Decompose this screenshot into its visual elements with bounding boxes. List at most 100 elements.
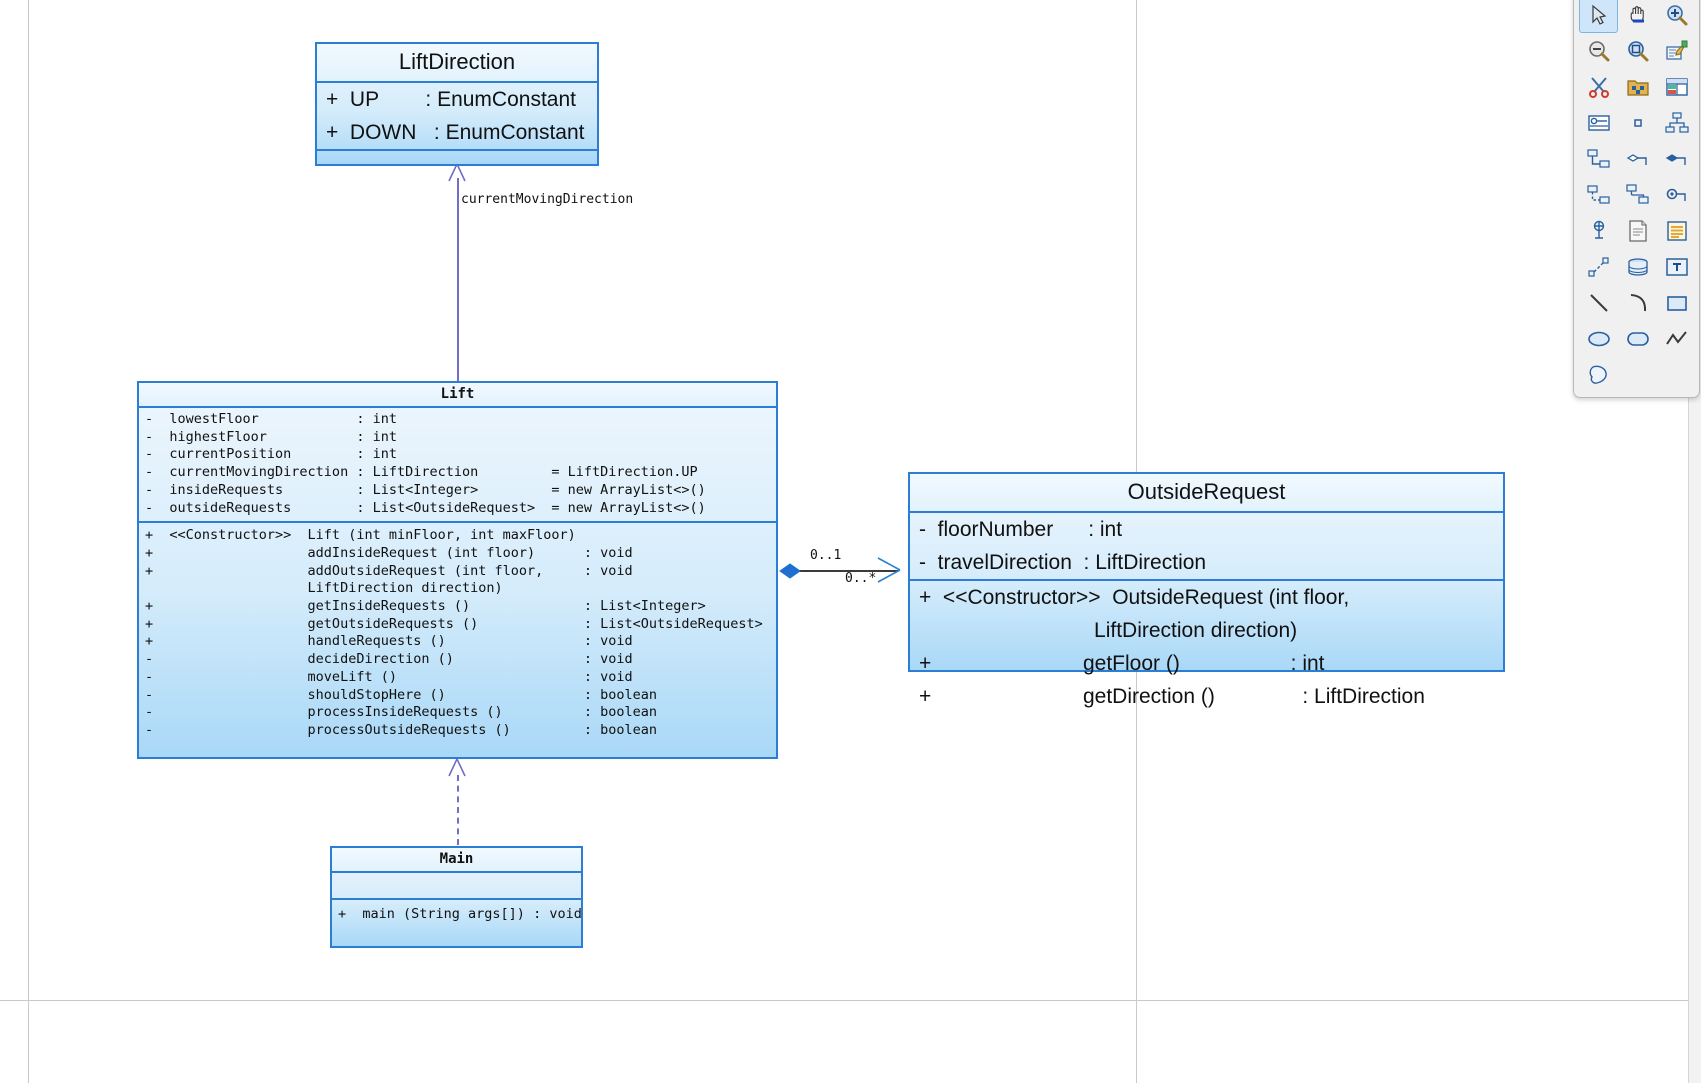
attribute-row: + UP : EnumConstant xyxy=(326,88,576,111)
arc-icon xyxy=(1630,294,1646,312)
attribute-row: - travelDirection : LiftDirection xyxy=(919,551,1207,574)
class-name-main: Main xyxy=(332,848,581,873)
tool-palette[interactable] xyxy=(1573,0,1700,398)
canvas-guide-left xyxy=(28,0,29,1083)
realization-tool[interactable] xyxy=(1579,177,1618,213)
aggregation-tool[interactable] xyxy=(1618,141,1657,177)
line-tool[interactable] xyxy=(1579,285,1618,321)
class-box-outsiderequest[interactable]: OutsideRequest - floorNumber : int - tra… xyxy=(908,472,1505,708)
attribute-row: - floorNumber : int xyxy=(919,518,1123,541)
document-icon xyxy=(1628,220,1647,242)
class-operations-outsiderequest: + <<Constructor>> OutsideRequest (int fl… xyxy=(910,581,1503,713)
attribute-row: - currentMovingDirection : LiftDirection… xyxy=(145,464,698,481)
operation-row: - decideDirection () : void xyxy=(145,651,633,668)
anchor-point-tool[interactable] xyxy=(1579,213,1618,249)
scissors-icon xyxy=(1588,77,1609,98)
attribute-row: - insideRequests : List<Integer> = new A… xyxy=(145,481,706,498)
hierarchy-tool[interactable] xyxy=(1657,105,1696,141)
note-tool[interactable] xyxy=(1657,213,1696,249)
zoom-out-tool[interactable] xyxy=(1579,33,1618,69)
small-square-tool[interactable] xyxy=(1618,105,1657,141)
attribute-row: - outsideRequests : List<OutsideRequest>… xyxy=(145,499,706,516)
dependency-icon xyxy=(1625,184,1649,204)
operation-row: - moveLift () : void xyxy=(145,668,633,685)
connector-lift-outsiderequest-line[interactable] xyxy=(786,570,898,572)
aggregation-diamond-icon xyxy=(779,563,801,579)
operation-row: LiftDirection direction) xyxy=(919,619,1298,642)
dependency-tool[interactable] xyxy=(1618,177,1657,213)
class-attributes-liftdirection: + UP : EnumConstant + DOWN : EnumConstan… xyxy=(317,83,597,151)
polyline-tool[interactable] xyxy=(1657,321,1696,357)
text-tool[interactable] xyxy=(1657,249,1696,285)
operation-row: + main (String args[]) : void xyxy=(338,906,582,922)
operation-row: LiftDirection direction) xyxy=(145,580,503,597)
port-link-icon xyxy=(1666,188,1686,201)
interface-tool[interactable] xyxy=(1579,105,1618,141)
attribute-row: - highestFloor : int xyxy=(145,428,397,445)
freeform-shape-icon xyxy=(1589,365,1607,384)
hierarchy-icon xyxy=(1664,112,1689,133)
annotate-note-tool[interactable] xyxy=(1657,33,1696,69)
package-folder-icon xyxy=(1626,80,1649,96)
attribute-row: - lowestFloor : int xyxy=(145,411,397,427)
zoom-fit-tool[interactable] xyxy=(1618,33,1657,69)
database-tool[interactable] xyxy=(1618,249,1657,285)
operation-row: + handleRequests () : void xyxy=(145,633,633,650)
multiplicity-source: 0..1 xyxy=(810,548,842,563)
generalization-tool[interactable] xyxy=(1579,141,1618,177)
document-tool[interactable] xyxy=(1618,213,1657,249)
multiplicity-target: 0..* xyxy=(845,571,877,586)
rounded-rect-icon xyxy=(1626,332,1649,346)
cut-tool[interactable] xyxy=(1579,69,1618,105)
pan-hand-tool[interactable] xyxy=(1618,0,1657,33)
class-attributes-lift: - lowestFloor : int - highestFloor : int… xyxy=(139,408,776,524)
anchor-point-icon xyxy=(1593,220,1604,239)
operation-row: + getOutsideRequests () : List<OutsideRe… xyxy=(145,615,763,632)
composition-tool[interactable] xyxy=(1657,141,1696,177)
small-square-icon xyxy=(1633,119,1642,127)
database-icon xyxy=(1627,258,1648,276)
port-link-tool[interactable] xyxy=(1657,177,1696,213)
operation-row: + addOutsideRequest (int floor, : void xyxy=(145,562,633,579)
tool-palette-grid xyxy=(1579,0,1696,393)
operation-row: + getInsideRequests () : List<Integer> xyxy=(145,598,706,615)
connector-lift-liftdirection-line[interactable] xyxy=(457,178,459,386)
attribute-row: + DOWN : EnumConstant xyxy=(326,121,585,144)
operation-row: - shouldStopHere () : boolean xyxy=(145,686,658,703)
text-box-icon xyxy=(1665,258,1688,276)
package-tool[interactable] xyxy=(1618,69,1657,105)
class-name-liftdirection: LiftDirection xyxy=(317,44,597,83)
class-box-lift[interactable]: Lift - lowestFloor : int - highestFloor … xyxy=(137,381,778,759)
magnifier-minus-icon xyxy=(1588,41,1609,62)
rectangle-tool[interactable] xyxy=(1657,285,1696,321)
operation-row: + <<Constructor>> Lift (int minFloor, in… xyxy=(145,527,576,544)
connector-main-lift-line[interactable] xyxy=(457,775,459,845)
class-table-icon xyxy=(1665,78,1688,96)
ellipse-tool[interactable] xyxy=(1579,321,1618,357)
ellipse-icon xyxy=(1587,331,1610,347)
class-name-lift: Lift xyxy=(139,383,776,408)
operation-row: + addInsideRequest (int floor) : void xyxy=(145,544,633,561)
line-icon xyxy=(1589,294,1608,312)
rounded-rect-tool[interactable] xyxy=(1618,321,1657,357)
freeform-tool[interactable] xyxy=(1579,357,1618,393)
class-table-tool[interactable] xyxy=(1657,69,1696,105)
cursor-arrow-icon xyxy=(1591,4,1606,25)
note-lines-icon xyxy=(1666,221,1687,241)
select-pointer-tool[interactable] xyxy=(1579,0,1618,33)
realization-icon xyxy=(1586,185,1610,204)
connector-tool[interactable] xyxy=(1579,249,1618,285)
arc-tool[interactable] xyxy=(1618,285,1657,321)
class-operations-lift: + <<Constructor>> Lift (int minFloor, in… xyxy=(139,523,776,743)
magnifier-fit-icon xyxy=(1627,41,1648,62)
class-name-outsiderequest: OutsideRequest xyxy=(910,474,1503,513)
polyline-icon xyxy=(1665,331,1687,345)
zoom-in-tool[interactable] xyxy=(1657,0,1696,33)
operation-row: + getDirection () : LiftDirection xyxy=(919,685,1425,708)
class-box-liftdirection[interactable]: LiftDirection + UP : EnumConstant + DOWN… xyxy=(315,42,599,166)
class-box-main[interactable]: Main + main (String args[]) : void xyxy=(330,846,583,948)
connector-lift-outsiderequest-arrow xyxy=(877,557,901,583)
interface-icon xyxy=(1587,115,1610,131)
class-attributes-outsiderequest: - floorNumber : int - travelDirection : … xyxy=(910,513,1503,581)
